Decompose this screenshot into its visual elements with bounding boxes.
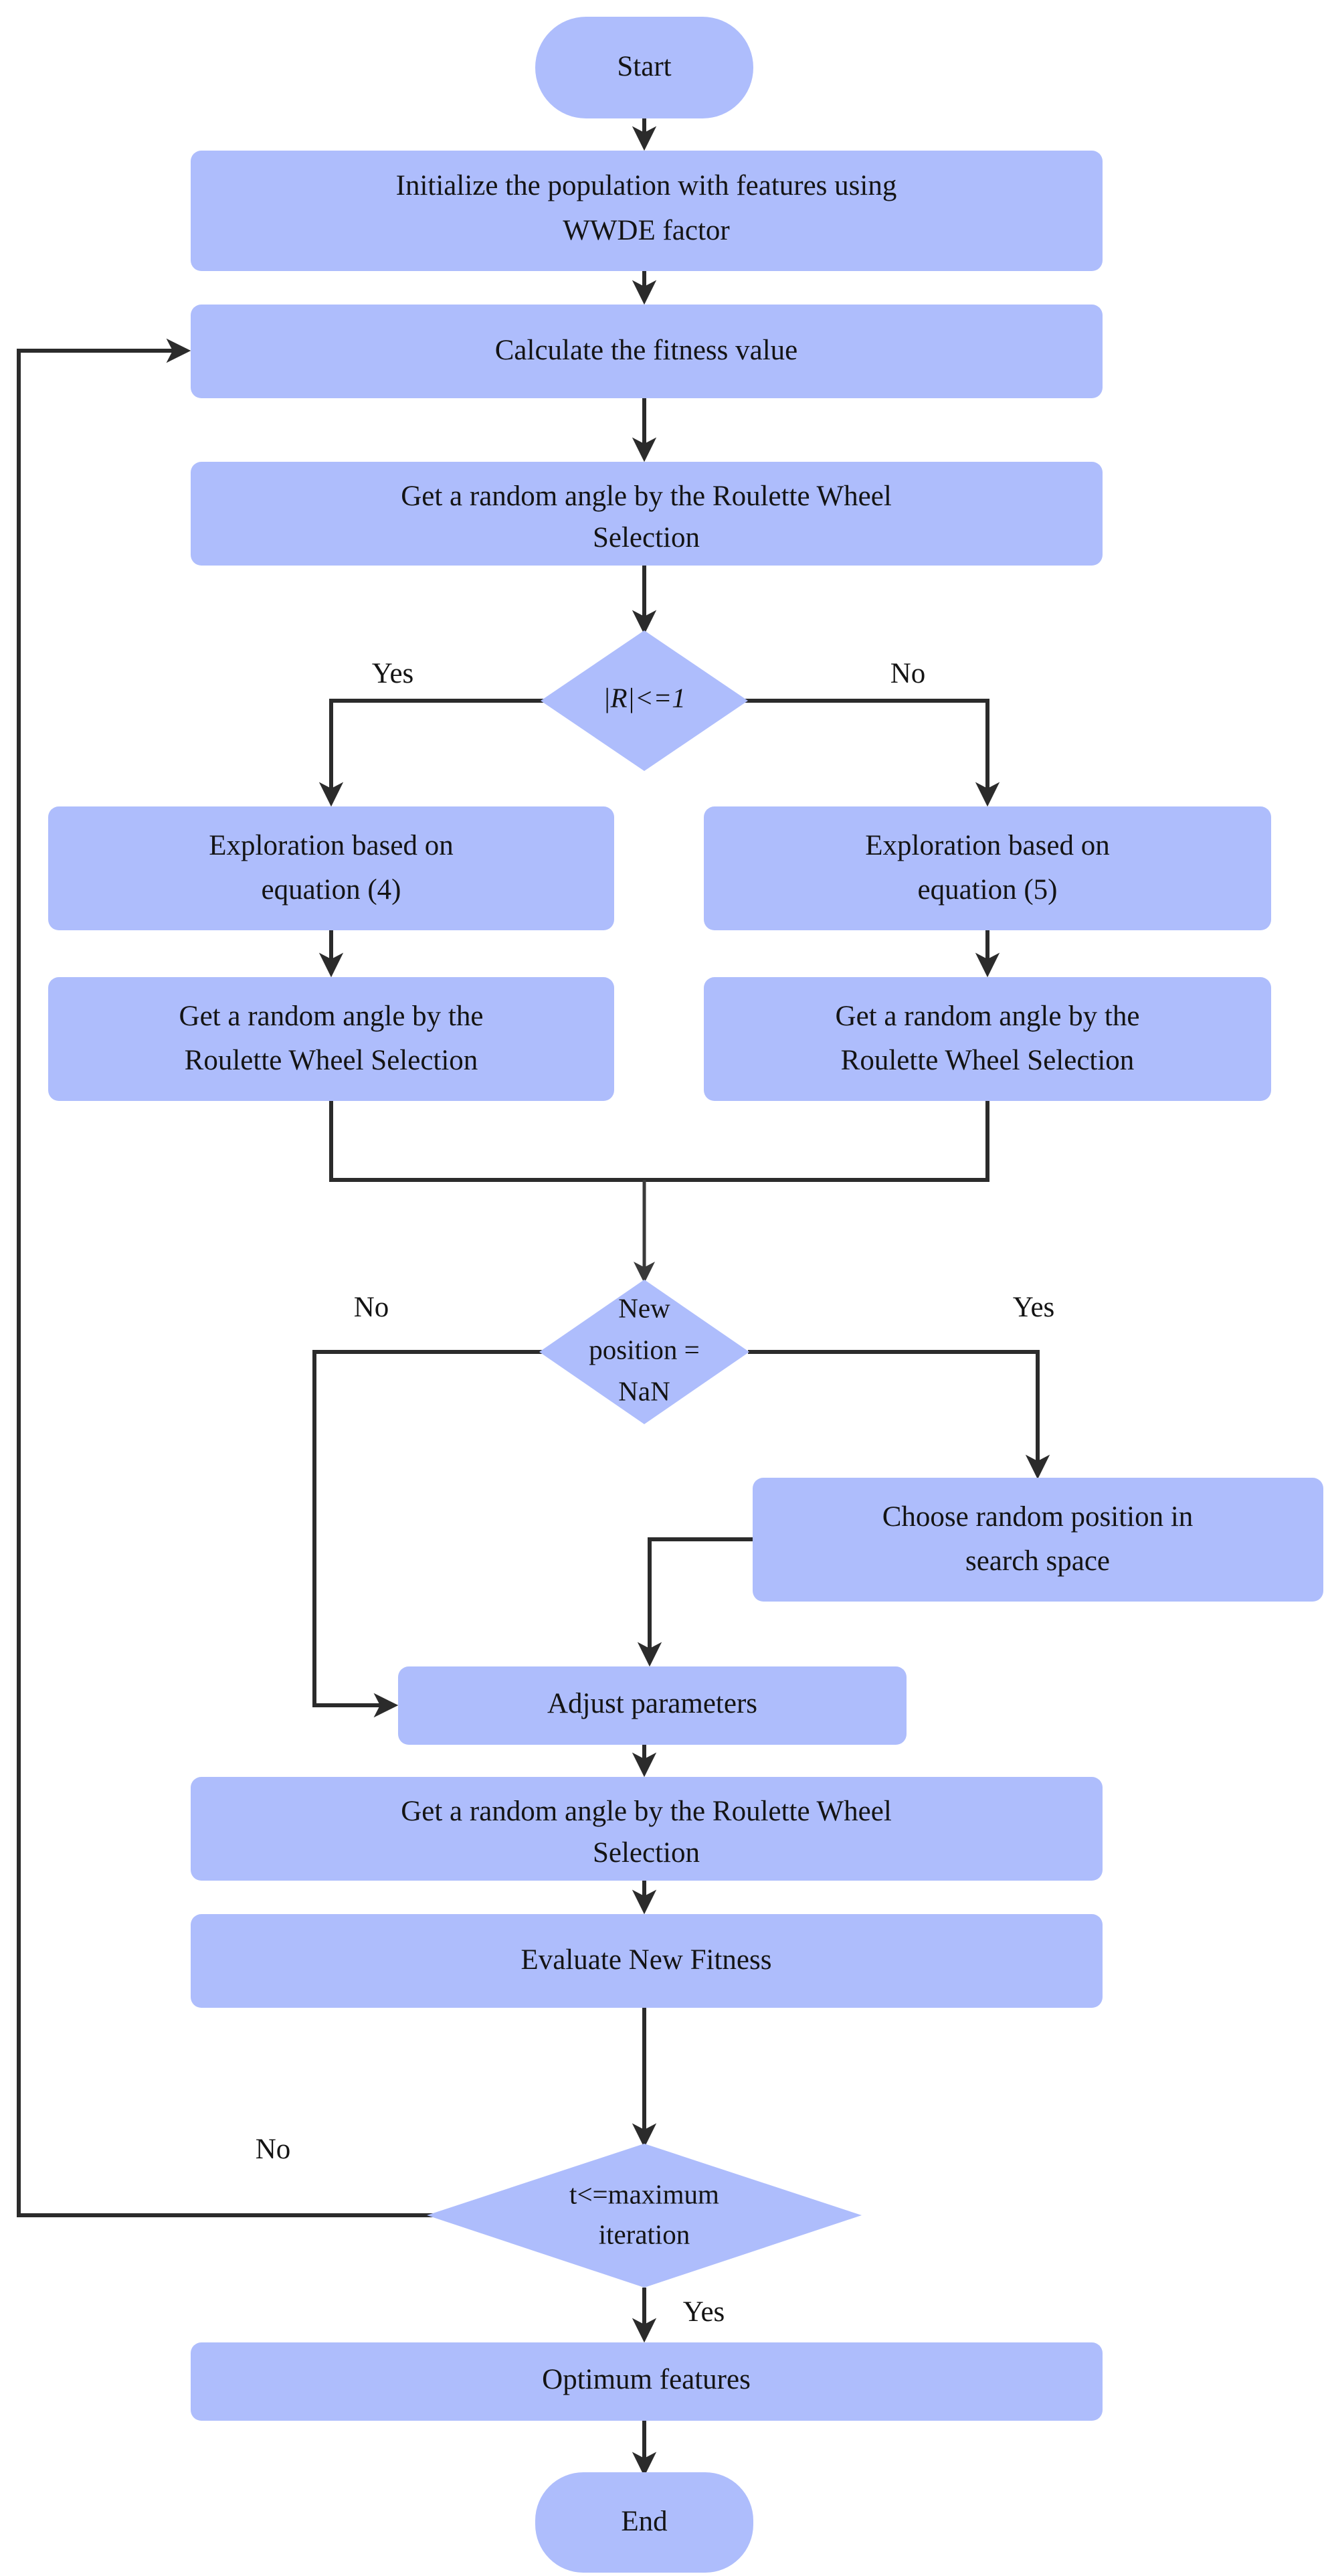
edge-label-nan-no: No <box>354 1292 389 1323</box>
node-choose-random-line2: search space <box>965 1545 1110 1577</box>
node-decision-iteration[interactable]: t<=maximum iteration <box>427 2144 862 2288</box>
node-exploration-eq4[interactable]: Exploration based on equation (4) <box>48 806 614 930</box>
node-decision-r-label: |R|<=1 <box>603 682 685 713</box>
connector-decision-r-no-to-exploration5 <box>716 699 1000 807</box>
edge-label-r-no: No <box>890 658 926 689</box>
node-initialize-line2: WWDE factor <box>563 215 730 246</box>
edge-label-iter-yes: Yes <box>683 2296 725 2328</box>
node-decision-iteration-line1: t<=maximum <box>569 2178 719 2209</box>
connector-decision-r-yes-to-exploration4 <box>318 699 575 807</box>
node-decision-nan-line1: New <box>618 1292 670 1323</box>
node-evaluate-new-fitness-label: Evaluate New Fitness <box>521 1944 772 1976</box>
node-random-angle-right-line1: Get a random angle by the <box>836 1001 1140 1032</box>
node-initialize-population[interactable]: Initialize the population with features … <box>191 151 1103 271</box>
node-random-angle-1-line2: Selection <box>593 522 700 553</box>
connector-decision-nan-yes-to-choose <box>748 1350 1050 1480</box>
node-random-angle-2-line1: Get a random angle by the Roulette Wheel <box>401 1796 892 1827</box>
node-decision-nan-line3: NaN <box>618 1375 670 1406</box>
edge-label-nan-yes: Yes <box>1013 1292 1055 1323</box>
node-decision-nan-line2: position = <box>589 1334 700 1365</box>
edge-label-r-yes: Yes <box>372 658 414 689</box>
node-start[interactable]: Start <box>535 17 753 118</box>
node-start-label: Start <box>617 51 671 82</box>
node-end-label: End <box>621 2506 667 2537</box>
node-choose-random-position[interactable]: Choose random position in search space <box>753 1478 1323 1602</box>
node-random-angle-right-line2: Roulette Wheel Selection <box>841 1045 1135 1076</box>
node-decision-iteration-line2: iteration <box>599 2219 690 2249</box>
node-optimum-features[interactable]: Optimum features <box>191 2342 1103 2421</box>
edge-label-iter-no: No <box>256 2134 291 2165</box>
node-calculate-fitness-label: Calculate the fitness value <box>495 335 798 366</box>
node-random-angle-1[interactable]: Get a random angle by the Roulette Wheel… <box>191 462 1103 566</box>
connector-angle-left-merge <box>329 1101 644 1182</box>
connector-loopback-no-to-calculate <box>17 338 529 2217</box>
node-choose-random-line1: Choose random position in <box>882 1501 1194 1533</box>
connector-choose-to-adjust <box>637 1537 753 1667</box>
node-exploration-eq4-line2: equation (4) <box>262 874 401 906</box>
node-adjust-parameters-label: Adjust parameters <box>547 1688 757 1719</box>
node-random-angle-2[interactable]: Get a random angle by the Roulette Wheel… <box>191 1777 1103 1881</box>
node-random-angle-left[interactable]: Get a random angle by the Roulette Wheel… <box>48 977 614 1101</box>
node-evaluate-new-fitness[interactable]: Evaluate New Fitness <box>191 1914 1103 2008</box>
node-random-angle-right[interactable]: Get a random angle by the Roulette Wheel… <box>704 977 1271 1101</box>
node-random-angle-2-line2: Selection <box>593 1837 700 1869</box>
connector-decision-nan-no-to-adjust <box>312 1350 543 1718</box>
node-random-angle-left-line1: Get a random angle by the <box>179 1001 484 1032</box>
node-random-angle-left-line2: Roulette Wheel Selection <box>185 1045 478 1076</box>
connector-angle-right-merge <box>644 1101 989 1182</box>
node-exploration-eq5-line1: Exploration based on <box>865 830 1109 861</box>
node-optimum-features-label: Optimum features <box>542 2364 751 2395</box>
node-exploration-eq5[interactable]: Exploration based on equation (5) <box>704 806 1271 930</box>
node-adjust-parameters[interactable]: Adjust parameters <box>398 1666 907 1745</box>
node-end[interactable]: End <box>535 2472 753 2573</box>
node-exploration-eq5-line2: equation (5) <box>918 874 1058 906</box>
node-exploration-eq4-line1: Exploration based on <box>209 830 453 861</box>
node-calculate-fitness[interactable]: Calculate the fitness value <box>191 305 1103 398</box>
node-decision-r[interactable]: |R|<=1 <box>541 630 748 771</box>
node-initialize-line1: Initialize the population with features … <box>396 170 897 201</box>
node-random-angle-1-line1: Get a random angle by the Roulette Wheel <box>401 481 892 512</box>
node-decision-nan[interactable]: New position = NaN <box>539 1280 749 1424</box>
